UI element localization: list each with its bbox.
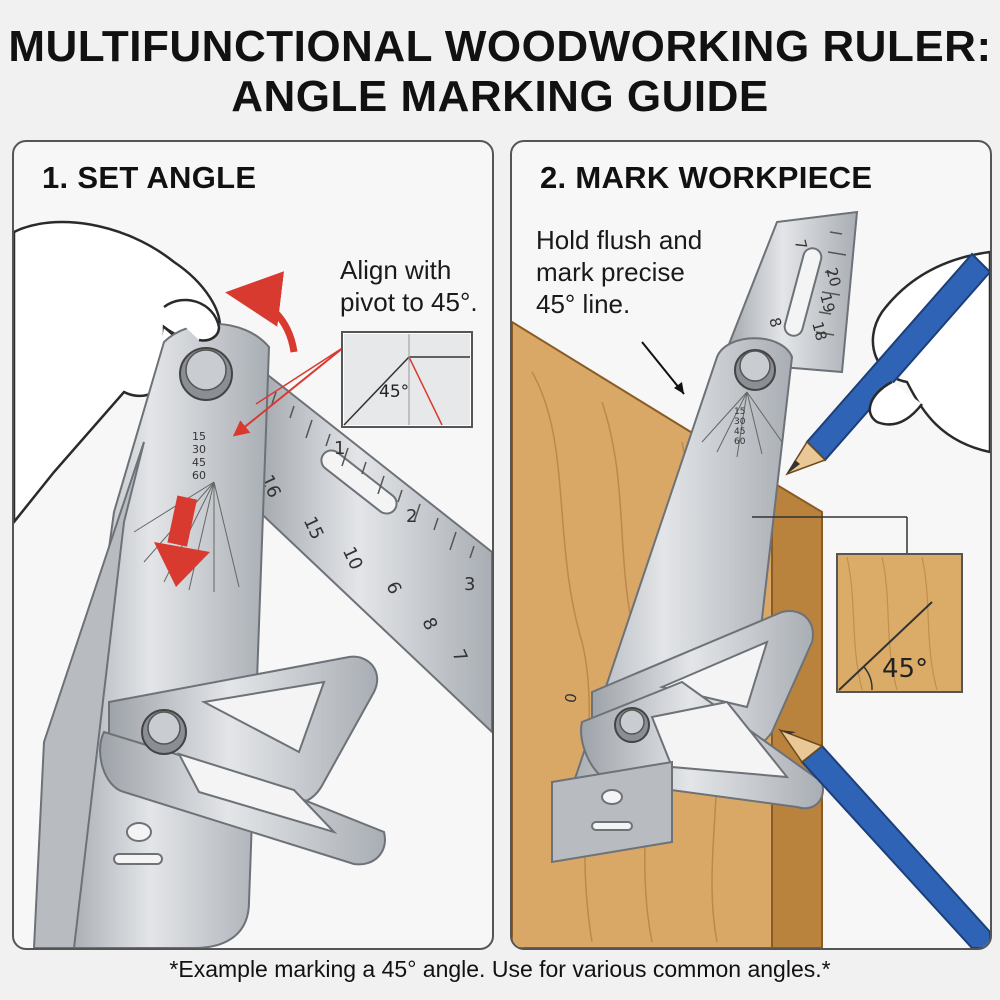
step-1-panel: 16 1 15 2 10 6 3 8 7 15 30 45 60 (12, 140, 494, 950)
ruler-number-7: 7 (791, 238, 811, 252)
down-arrow-icon (154, 495, 210, 587)
ruler-number-1: 1 (334, 438, 345, 459)
protractor-mark-30: 30 (192, 443, 206, 456)
step-1-illustration: 16 1 15 2 10 6 3 8 7 15 30 45 60 (14, 220, 492, 948)
page-title-line-1: MULTIFUNCTIONAL WOODWORKING RULER: (8, 22, 992, 71)
wood-angle-inset: 45° (836, 553, 963, 693)
ruler-number-2: 2 (406, 506, 417, 527)
protractor-mark-15: 15 (192, 430, 206, 443)
protractor-mark-60: 60 (734, 437, 746, 447)
protractor-mark-15: 15 (734, 407, 745, 417)
page-title-line-2: ANGLE MARKING GUIDE (231, 72, 769, 121)
step-2-illustration: 7 20 19 18 8 15 30 45 60 0 (512, 210, 990, 948)
pivot-knob[interactable] (734, 349, 776, 391)
pencil-bottom (778, 728, 990, 948)
footer-note: *Example marking a 45° angle. Use for va… (169, 956, 831, 982)
protractor-mark-60: 60 (192, 469, 206, 482)
step-2-panel: 7 20 19 18 8 15 30 45 60 0 (510, 140, 992, 950)
rotate-arrow-icon (225, 271, 298, 353)
protractor-mark-30: 30 (734, 417, 746, 427)
step-2-heading: 2. MARK WORKPIECE (540, 160, 873, 195)
ruler-number-3: 3 (464, 574, 475, 595)
angle-inset: 45° (341, 331, 473, 428)
ruler-number-8: 8 (765, 316, 785, 330)
protractor-mark-45: 45 (734, 427, 745, 437)
step-1-callout: Align with pivot to 45°. (340, 255, 478, 317)
ruler-number-0: 0 (561, 692, 580, 705)
inset-angle-label: 45° (882, 654, 928, 684)
ruler-number-18: 18 (808, 320, 830, 343)
pivot-knob[interactable] (179, 347, 233, 401)
ruler-number-19: 19 (816, 292, 838, 315)
step-1-heading: 1. SET ANGLE (42, 160, 257, 195)
ruler-blade[interactable] (720, 210, 859, 374)
secondary-arm[interactable] (99, 655, 386, 866)
step-2-callout: Hold flush and mark precise 45° line. (536, 225, 703, 319)
inset-angle-label: 45° (379, 382, 409, 402)
secondary-arm[interactable] (551, 610, 824, 864)
ruler-number-20: 20 (822, 266, 844, 289)
protractor-mark-45: 45 (192, 456, 206, 469)
